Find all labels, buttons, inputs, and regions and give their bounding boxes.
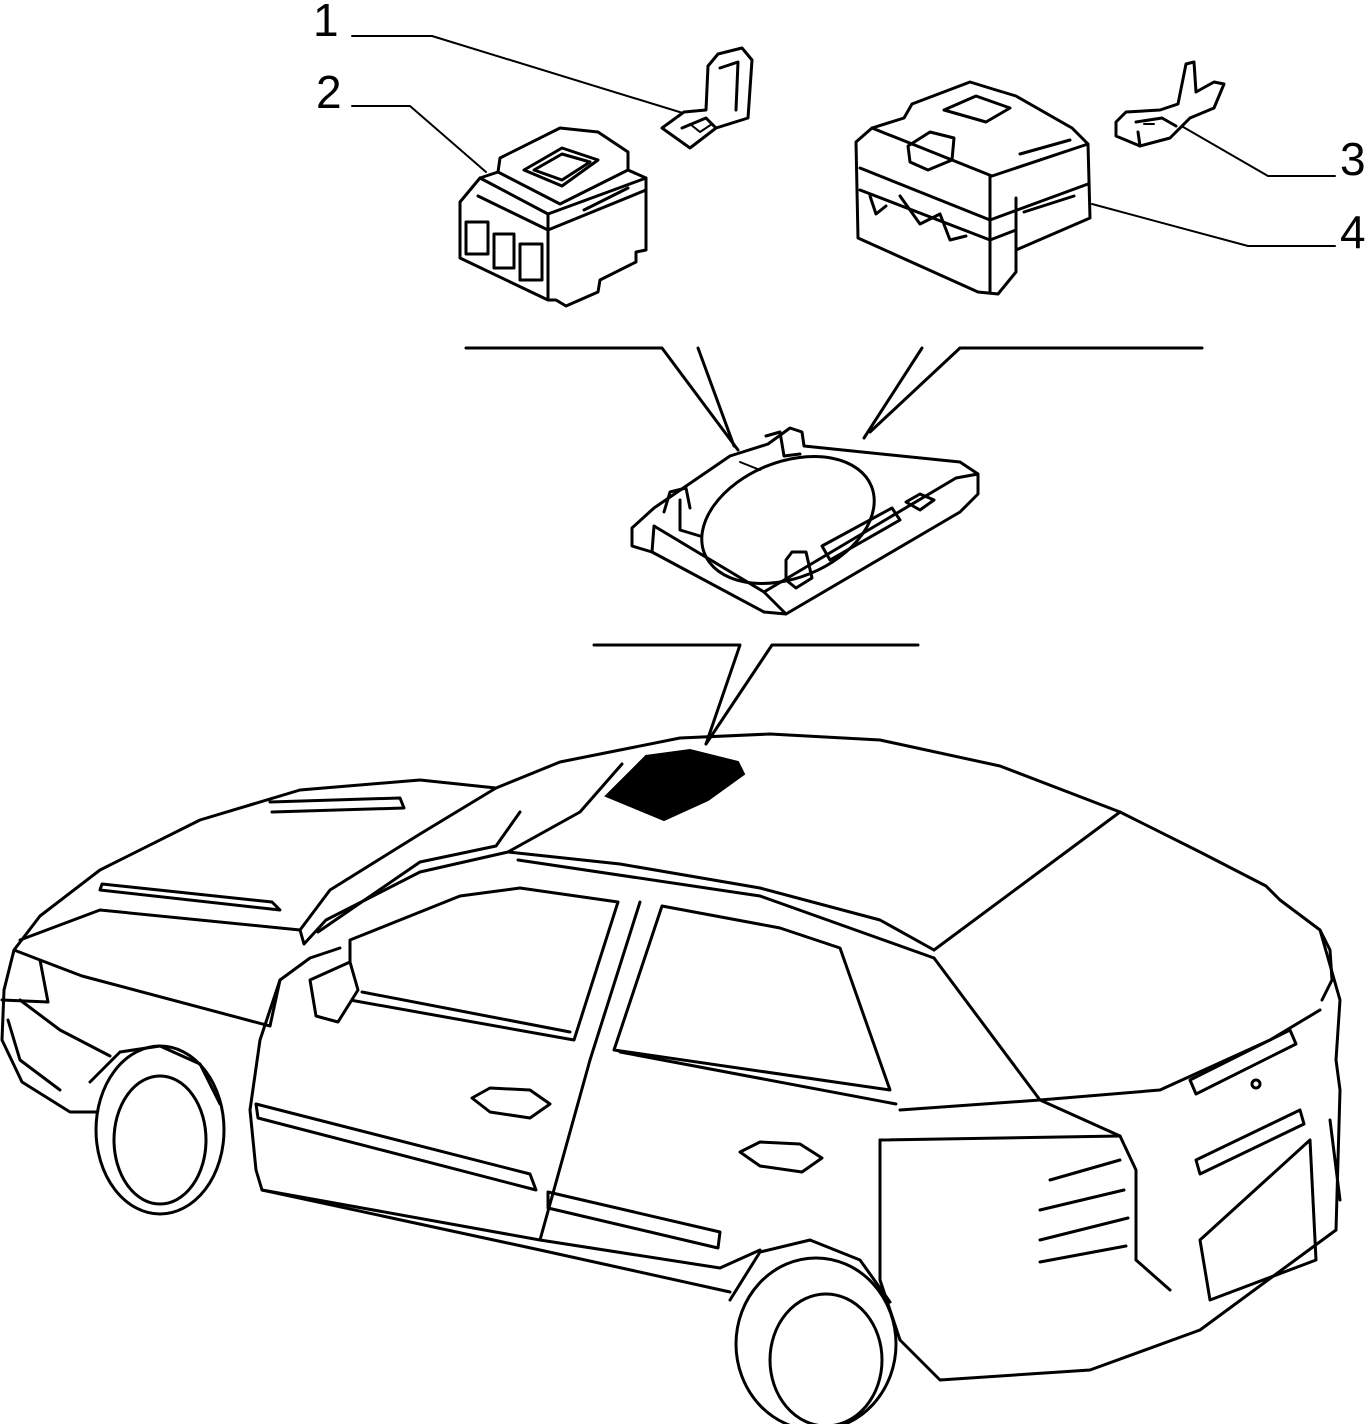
terminal-part-4[interactable] [1114, 60, 1226, 148]
lower-grouping-bracket [592, 643, 920, 746]
connector-housing-part-2[interactable] [854, 80, 1092, 296]
callout-label-4[interactable]: 3 [1340, 133, 1366, 185]
connector-housing-part-1[interactable] [458, 126, 648, 308]
callout-label-2[interactable]: 4 [1340, 206, 1366, 258]
upper-grouping-bracket [464, 346, 1204, 452]
terminal-part-3[interactable] [660, 46, 754, 150]
leader-lines [351, 35, 1336, 247]
callout-label-3[interactable]: 1 [313, 0, 339, 46]
roof-lamp-base-plate[interactable] [630, 426, 980, 616]
roof-lamp-location-marker[interactable] [604, 748, 746, 822]
callout-label-1[interactable]: 2 [316, 66, 342, 118]
car-body [0, 732, 1342, 1424]
